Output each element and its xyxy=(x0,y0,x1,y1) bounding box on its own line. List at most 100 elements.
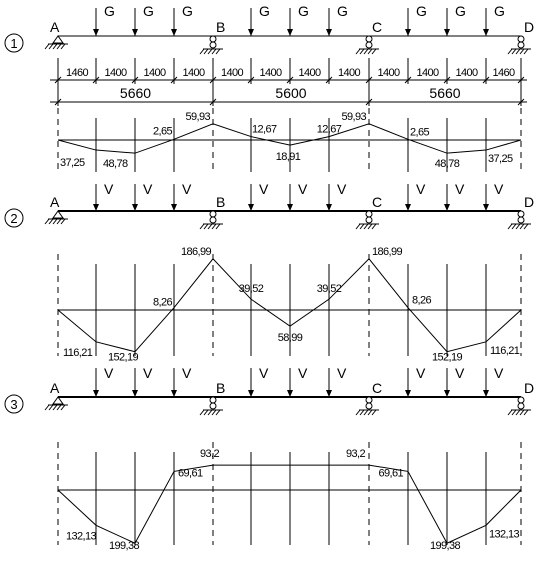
arrow-head xyxy=(132,204,138,211)
arrow-head xyxy=(287,29,293,36)
case-number-circle xyxy=(4,33,24,53)
span-segment-label: 1400 xyxy=(259,67,282,79)
dimension-tick xyxy=(209,98,217,106)
moment-value-label: 2,65 xyxy=(153,125,172,137)
span-segment-label: 1400 xyxy=(182,67,205,79)
moment-value-label: 39,52 xyxy=(317,283,342,295)
load-symbol: V xyxy=(182,365,192,381)
support-hatch xyxy=(363,48,369,55)
load-symbol: G xyxy=(104,3,115,19)
support-roller xyxy=(507,396,531,416)
load-symbol: V xyxy=(259,365,269,381)
moment-value-label: 12,67 xyxy=(252,124,277,136)
dimension-tick xyxy=(247,76,255,84)
support-hatch xyxy=(199,48,205,55)
load-arrow xyxy=(93,8,99,36)
case-number: 2 xyxy=(10,211,17,226)
support-pin xyxy=(44,35,68,50)
support-hatch xyxy=(359,409,365,416)
support-hatch xyxy=(48,218,54,225)
load-symbol: G xyxy=(182,3,193,19)
moment-value-label: 48,78 xyxy=(435,158,460,170)
arrow-head xyxy=(171,204,177,211)
support-label: D xyxy=(524,19,534,35)
arrow-head xyxy=(326,204,332,211)
arrow-head xyxy=(444,390,450,397)
support-hatch xyxy=(519,223,525,230)
span-segment-label: 1460 xyxy=(492,67,515,79)
support-hatch xyxy=(215,409,221,416)
moment-value-label: 8,26 xyxy=(412,295,431,307)
support-label: C xyxy=(372,194,382,210)
support-hatch xyxy=(371,409,377,416)
support-hatch xyxy=(355,409,361,416)
dimension-tick xyxy=(54,98,62,106)
moment-value-label: 59,93 xyxy=(185,111,210,123)
support-label: A xyxy=(50,380,60,396)
support-hatch xyxy=(199,409,205,416)
support-hatch xyxy=(60,404,66,411)
moment-value-label: 37,25 xyxy=(488,153,513,165)
load-symbol: V xyxy=(337,365,347,381)
support-hatch xyxy=(56,43,62,50)
support-hatch xyxy=(511,409,517,416)
load-arrow xyxy=(287,184,293,211)
load-arrow xyxy=(444,8,450,36)
support-hatch xyxy=(203,48,209,55)
support-hatch xyxy=(507,223,513,230)
load-arrow xyxy=(326,8,332,36)
dimension-tick xyxy=(365,98,373,106)
load-symbol: V xyxy=(298,181,308,197)
support-roller xyxy=(355,210,379,230)
load-arrow xyxy=(483,184,489,211)
support-hatch xyxy=(515,409,521,416)
load-arrow xyxy=(171,8,177,36)
dimension-tick xyxy=(170,76,178,84)
load-symbol: V xyxy=(143,181,153,197)
support-hatch xyxy=(52,218,58,225)
moment-value-label: 186,99 xyxy=(372,246,403,258)
load-arrow xyxy=(132,368,138,397)
span-segment-label: 1400 xyxy=(298,67,321,79)
moment-value-label: 37,25 xyxy=(60,157,85,169)
arrow-head xyxy=(483,29,489,36)
arrow-head xyxy=(444,29,450,36)
support-hatch xyxy=(215,48,221,55)
dimension-tick xyxy=(482,76,490,84)
support-hatch xyxy=(355,223,361,230)
roller-top xyxy=(209,35,217,43)
support-hatch xyxy=(211,48,217,55)
support-hatch xyxy=(211,223,217,230)
load-arrow xyxy=(132,184,138,211)
dimension-tick xyxy=(325,76,333,84)
support-hatch xyxy=(367,48,373,55)
roller-bottom xyxy=(517,41,525,49)
arrow-head xyxy=(287,204,293,211)
dimension-tick xyxy=(517,98,525,106)
arrow-head xyxy=(405,29,411,36)
support-triangle xyxy=(52,35,64,44)
load-symbol: G xyxy=(298,3,309,19)
arrow-head xyxy=(483,390,489,397)
support-hatch xyxy=(515,48,521,55)
support-hatch xyxy=(203,409,209,416)
arrow-head xyxy=(171,390,177,397)
moment-value-label: 199,38 xyxy=(430,540,461,552)
support-pin xyxy=(44,210,68,225)
arrow-head xyxy=(405,204,411,211)
load-symbol: G xyxy=(337,3,348,19)
support-hatch xyxy=(363,409,369,416)
roller-top xyxy=(517,35,525,43)
support-hatch xyxy=(359,223,365,230)
support-hatch xyxy=(367,409,373,416)
roller-bottom xyxy=(517,216,525,224)
load-symbol: V xyxy=(182,181,192,197)
arrow-head xyxy=(248,29,254,36)
dimension-tick xyxy=(404,76,412,84)
load-symbol: V xyxy=(259,181,269,197)
case-number: 1 xyxy=(10,36,17,51)
support-hatch xyxy=(52,43,58,50)
roller-top xyxy=(517,396,525,404)
arrow-head xyxy=(132,390,138,397)
